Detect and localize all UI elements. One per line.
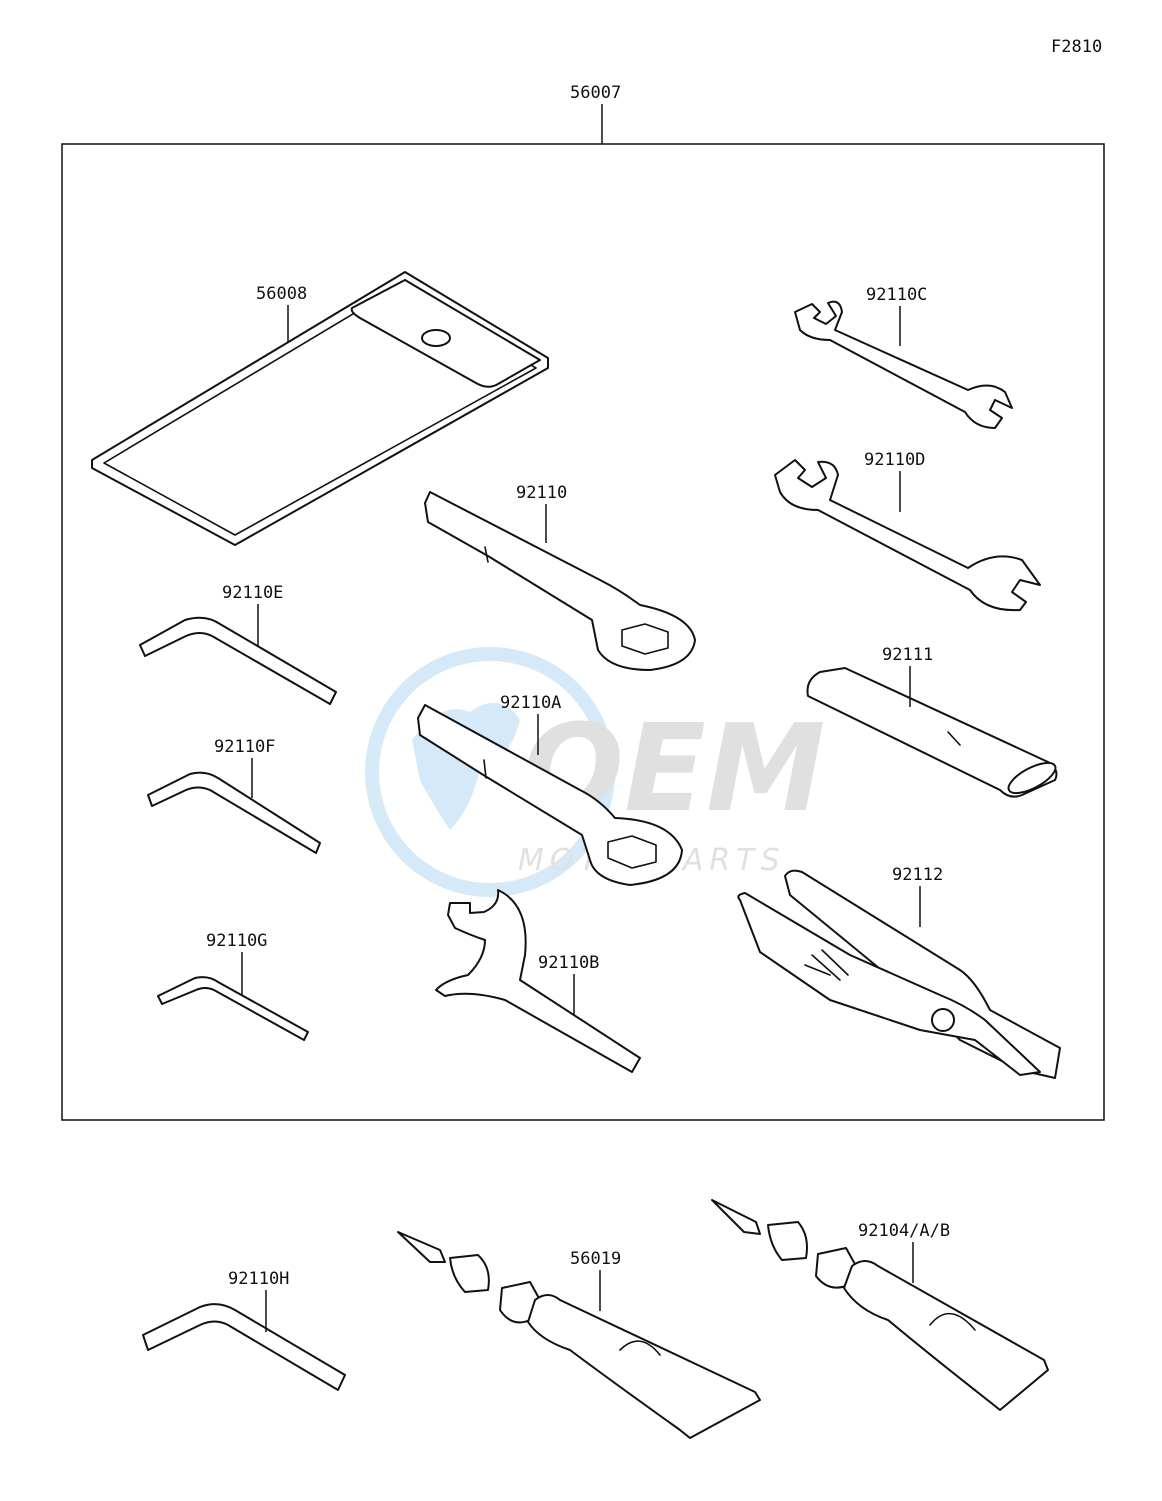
pliers-drawing (737, 869, 1061, 1079)
label-56019: 56019 (570, 1249, 621, 1269)
hex-h-drawing (142, 1303, 346, 1391)
label-92110E: 92110E (222, 583, 283, 603)
box-wrench-drawing (424, 491, 696, 671)
wrench-c-drawing (794, 300, 1013, 429)
label-92104-A-B: 92104/A/B (858, 1221, 950, 1241)
pouch-drawing (91, 271, 549, 546)
toolkit-box (61, 143, 1105, 1121)
hex-f-drawing (147, 771, 321, 854)
hex-g-drawing (157, 976, 309, 1041)
label-92110: 92110 (516, 483, 567, 503)
hook-wrench-drawing (435, 889, 641, 1073)
label-92110H: 92110H (228, 1269, 289, 1289)
hex-e-drawing (139, 616, 337, 705)
label-92110C: 92110C (866, 285, 927, 305)
tube-92104-drawing (711, 1199, 1049, 1411)
label-92110A: 92110A (500, 693, 561, 713)
figure-code: F2810 (1051, 37, 1102, 57)
assembly-label: 56007 (570, 83, 621, 103)
label-92111: 92111 (882, 645, 933, 665)
box-wrench-a-drawing (417, 704, 683, 886)
label-92110B: 92110B (538, 953, 599, 973)
label-92110G: 92110G (206, 931, 267, 951)
pipe-drawing (806, 667, 1058, 798)
tube-56019-drawing (397, 1231, 761, 1439)
wrench-d-drawing (774, 459, 1041, 612)
label-92110F: 92110F (214, 737, 275, 757)
label-92112: 92112 (892, 865, 943, 885)
label-56008: 56008 (256, 284, 307, 304)
watermark-logo: OEM MOTORPARTS (365, 647, 825, 897)
label-92110D: 92110D (864, 450, 925, 470)
